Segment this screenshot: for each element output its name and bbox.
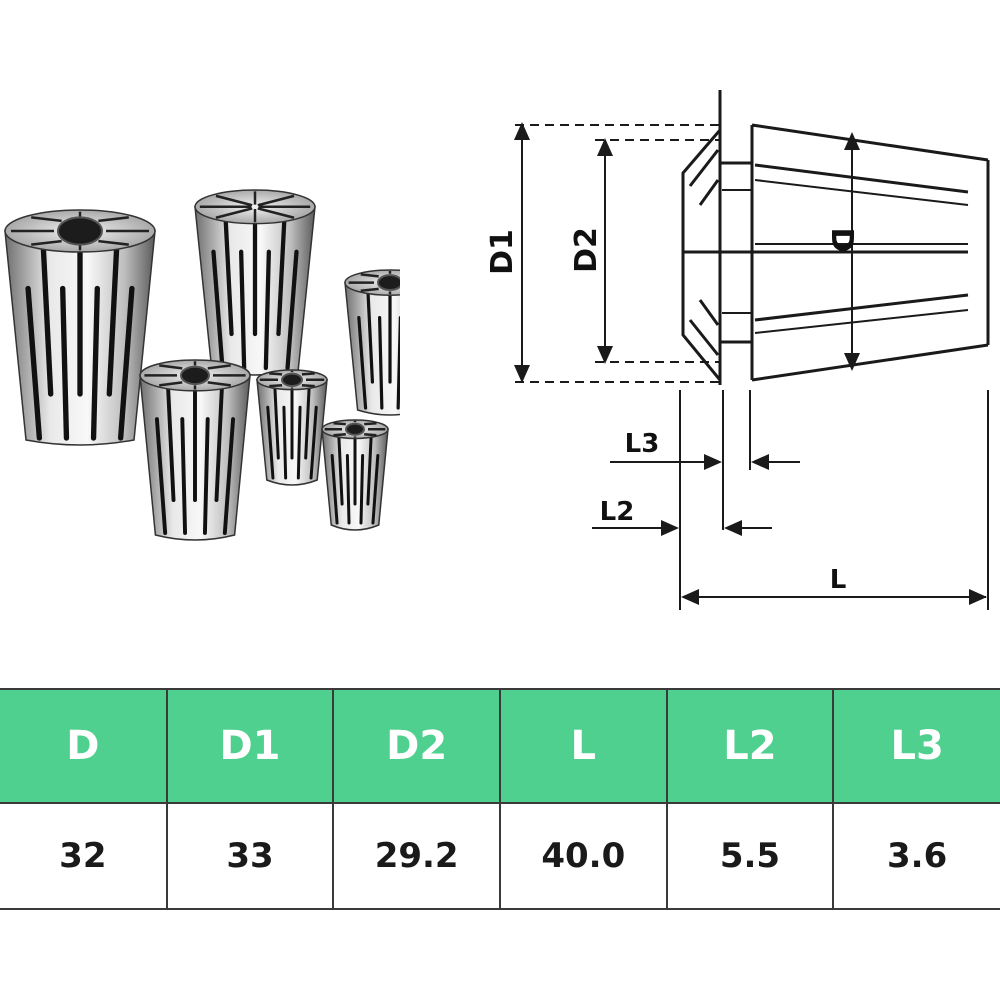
value-d: 32 xyxy=(0,802,168,910)
collet-photo xyxy=(4,189,400,541)
header-d: D xyxy=(0,688,168,804)
label-l2: L2 xyxy=(600,497,635,527)
collet-5 xyxy=(256,369,328,486)
collet-slots xyxy=(683,149,969,356)
value-d1: 33 xyxy=(165,802,335,910)
collet-4 xyxy=(139,359,251,541)
header-l2: L2 xyxy=(665,688,835,804)
label-l3: L3 xyxy=(625,429,660,459)
value-l3: 3.6 xyxy=(832,802,1000,910)
value-d2: 29.2 xyxy=(332,802,501,910)
collet-dimension-drawing: D1 D2 D L3 L2 L xyxy=(485,90,990,610)
label-l: L xyxy=(830,565,847,595)
collet-3 xyxy=(344,269,400,416)
label-d1: D1 xyxy=(485,229,520,275)
collet-2 xyxy=(194,189,316,376)
collet-nose-outline xyxy=(681,125,722,385)
header-l: L xyxy=(498,688,668,804)
label-d: D xyxy=(824,228,859,253)
spec-table: D D1 D2 L L2 L3 32 33 29.2 40.0 5.5 3.6 xyxy=(0,688,1000,910)
spec-table-header-row: D D1 D2 L L2 L3 xyxy=(0,688,1000,804)
collet-1 xyxy=(4,209,156,446)
header-d1: D1 xyxy=(165,688,335,804)
label-d2: D2 xyxy=(569,227,604,273)
dimension-arrows xyxy=(514,122,987,605)
collet-6 xyxy=(321,419,389,531)
spec-table-value-row: 32 33 29.2 40.0 5.5 3.6 xyxy=(0,802,1000,910)
value-l: 40.0 xyxy=(498,802,668,910)
value-l2: 5.5 xyxy=(665,802,835,910)
header-l3: L3 xyxy=(832,688,1000,804)
header-d2: D2 xyxy=(332,688,501,804)
